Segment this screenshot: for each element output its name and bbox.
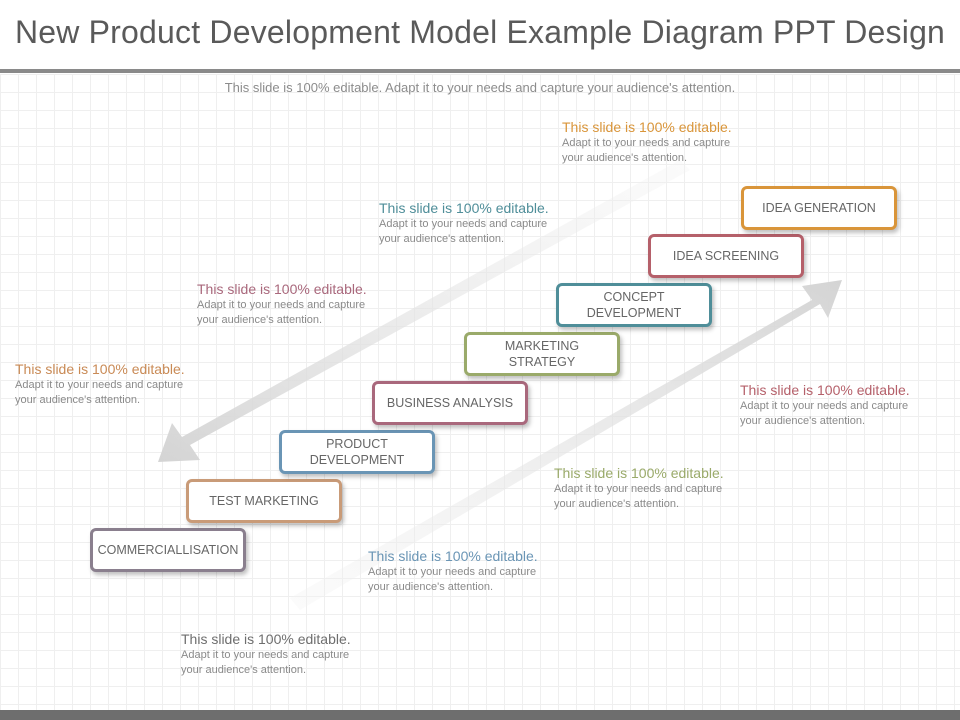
step-concept-development: CONCEPT DEVELOPMENT	[556, 283, 712, 327]
step-label: PRODUCT DEVELOPMENT	[309, 437, 405, 467]
step-label: IDEA GENERATION	[762, 201, 876, 215]
note-body: Adapt it to your needs and capture your …	[562, 137, 731, 164]
title-divider	[0, 69, 960, 73]
step-label: COMMERCIALLISATION	[97, 543, 239, 557]
arrow-up-right	[290, 280, 842, 610]
note-body: Adapt it to your needs and capture your …	[15, 379, 184, 406]
step-commercialisation: COMMERCIALLISATION	[90, 528, 246, 572]
note-heading: This slide is 100% editable.	[181, 631, 351, 647]
note-callout: This slide is 100% editable. Adapt it to…	[554, 465, 754, 512]
step-label: TEST MARKETING	[209, 494, 319, 508]
note-callout: This slide is 100% editable. Adapt it to…	[562, 119, 762, 166]
arrow-down-left	[158, 160, 690, 462]
step-label: MARKETING STRATEGY	[504, 339, 580, 369]
note-callout: This slide is 100% editable. Adapt it to…	[197, 281, 397, 328]
note-heading: This slide is 100% editable.	[368, 548, 538, 564]
note-callout: This slide is 100% editable. Adapt it to…	[740, 382, 940, 429]
step-label: IDEA SCREENING	[672, 249, 780, 263]
note-body: Adapt it to your needs and capture your …	[379, 218, 548, 245]
note-callout: This slide is 100% editable. Adapt it to…	[368, 548, 568, 595]
note-body: Adapt it to your needs and capture your …	[554, 483, 723, 510]
note-heading: This slide is 100% editable.	[197, 281, 367, 297]
step-business-analysis: BUSINESS ANALYSIS	[372, 381, 528, 425]
slide-subtitle: This slide is 100% editable. Adapt it to…	[224, 80, 736, 95]
step-test-marketing: TEST MARKETING	[186, 479, 342, 523]
note-body: Adapt it to your needs and capture your …	[368, 566, 537, 593]
bottom-bar	[0, 710, 960, 720]
note-heading: This slide is 100% editable.	[554, 465, 724, 481]
step-idea-screening: IDEA SCREENING	[648, 234, 804, 278]
note-body: Adapt it to your needs and capture your …	[181, 649, 350, 676]
note-callout: This slide is 100% editable. Adapt it to…	[181, 631, 381, 678]
note-heading: This slide is 100% editable.	[740, 382, 910, 398]
step-idea-generation: IDEA GENERATION	[741, 186, 897, 230]
step-marketing-strategy: MARKETING STRATEGY	[464, 332, 620, 376]
step-label: BUSINESS ANALYSIS	[386, 396, 514, 410]
note-heading: This slide is 100% editable.	[15, 361, 185, 377]
note-body: Adapt it to your needs and capture your …	[740, 400, 909, 427]
step-label: CONCEPT DEVELOPMENT	[586, 290, 682, 320]
note-callout: This slide is 100% editable. Adapt it to…	[15, 361, 215, 408]
note-heading: This slide is 100% editable.	[562, 119, 732, 135]
note-body: Adapt it to your needs and capture your …	[197, 299, 366, 326]
slide-title: New Product Development Model Example Di…	[14, 14, 946, 50]
note-callout: This slide is 100% editable. Adapt it to…	[379, 200, 579, 247]
step-product-development: PRODUCT DEVELOPMENT	[279, 430, 435, 474]
note-heading: This slide is 100% editable.	[379, 200, 549, 216]
